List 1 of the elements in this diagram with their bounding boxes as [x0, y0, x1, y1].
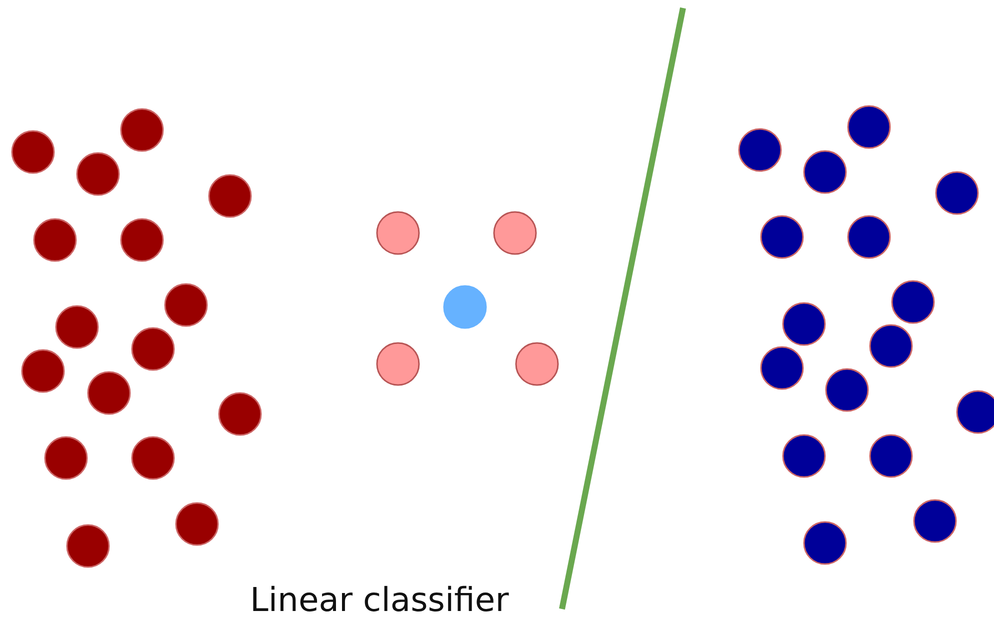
classifier-label: Linear classifier [250, 580, 509, 619]
